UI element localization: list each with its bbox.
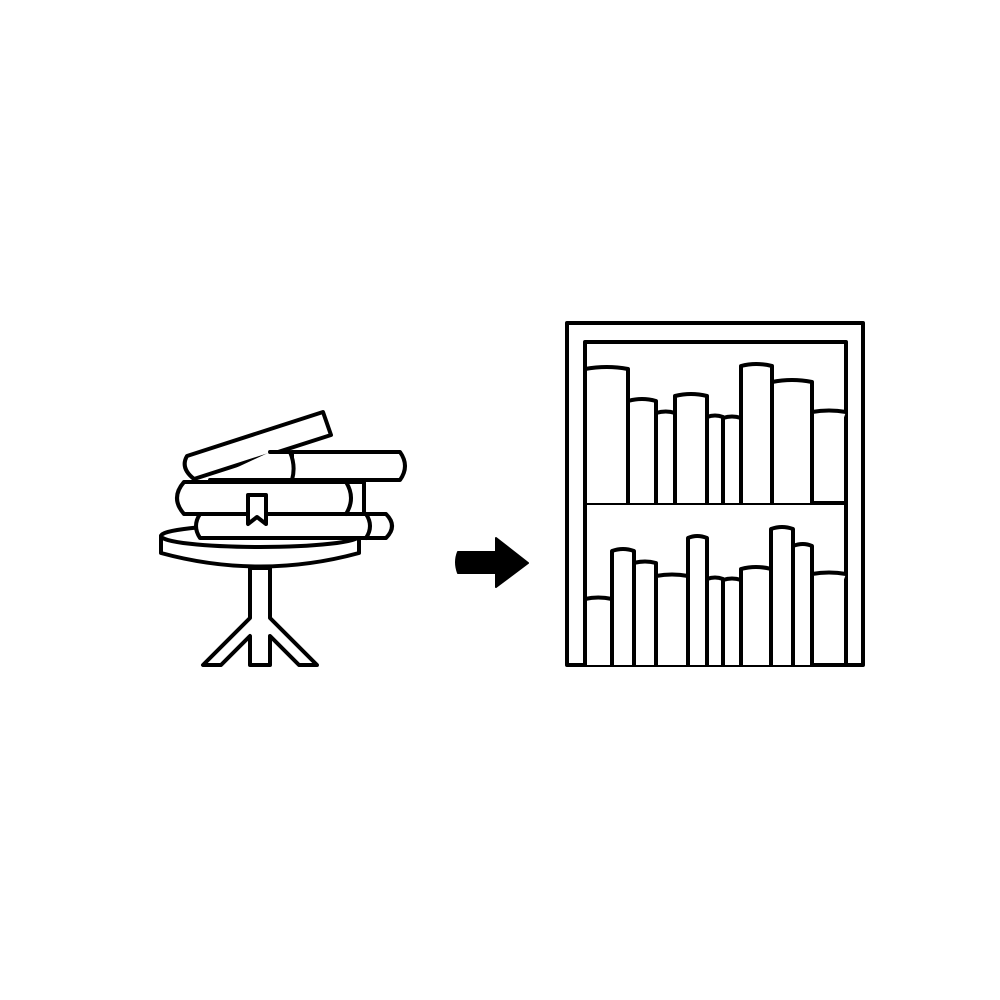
book-edge-detail (208, 450, 296, 482)
upper-book (290, 450, 407, 482)
bottom-book (194, 512, 394, 540)
tilted-book (182, 410, 333, 481)
bottom-shelf-books (583, 525, 848, 667)
right-arrow-icon (455, 537, 529, 588)
books-on-side-table-icon (159, 410, 407, 667)
middle-book (175, 480, 366, 516)
bookmark-ribbon (246, 493, 268, 526)
bookshelf-icon (565, 321, 865, 667)
table-legs (201, 566, 319, 667)
top-shelf-books (583, 362, 848, 505)
